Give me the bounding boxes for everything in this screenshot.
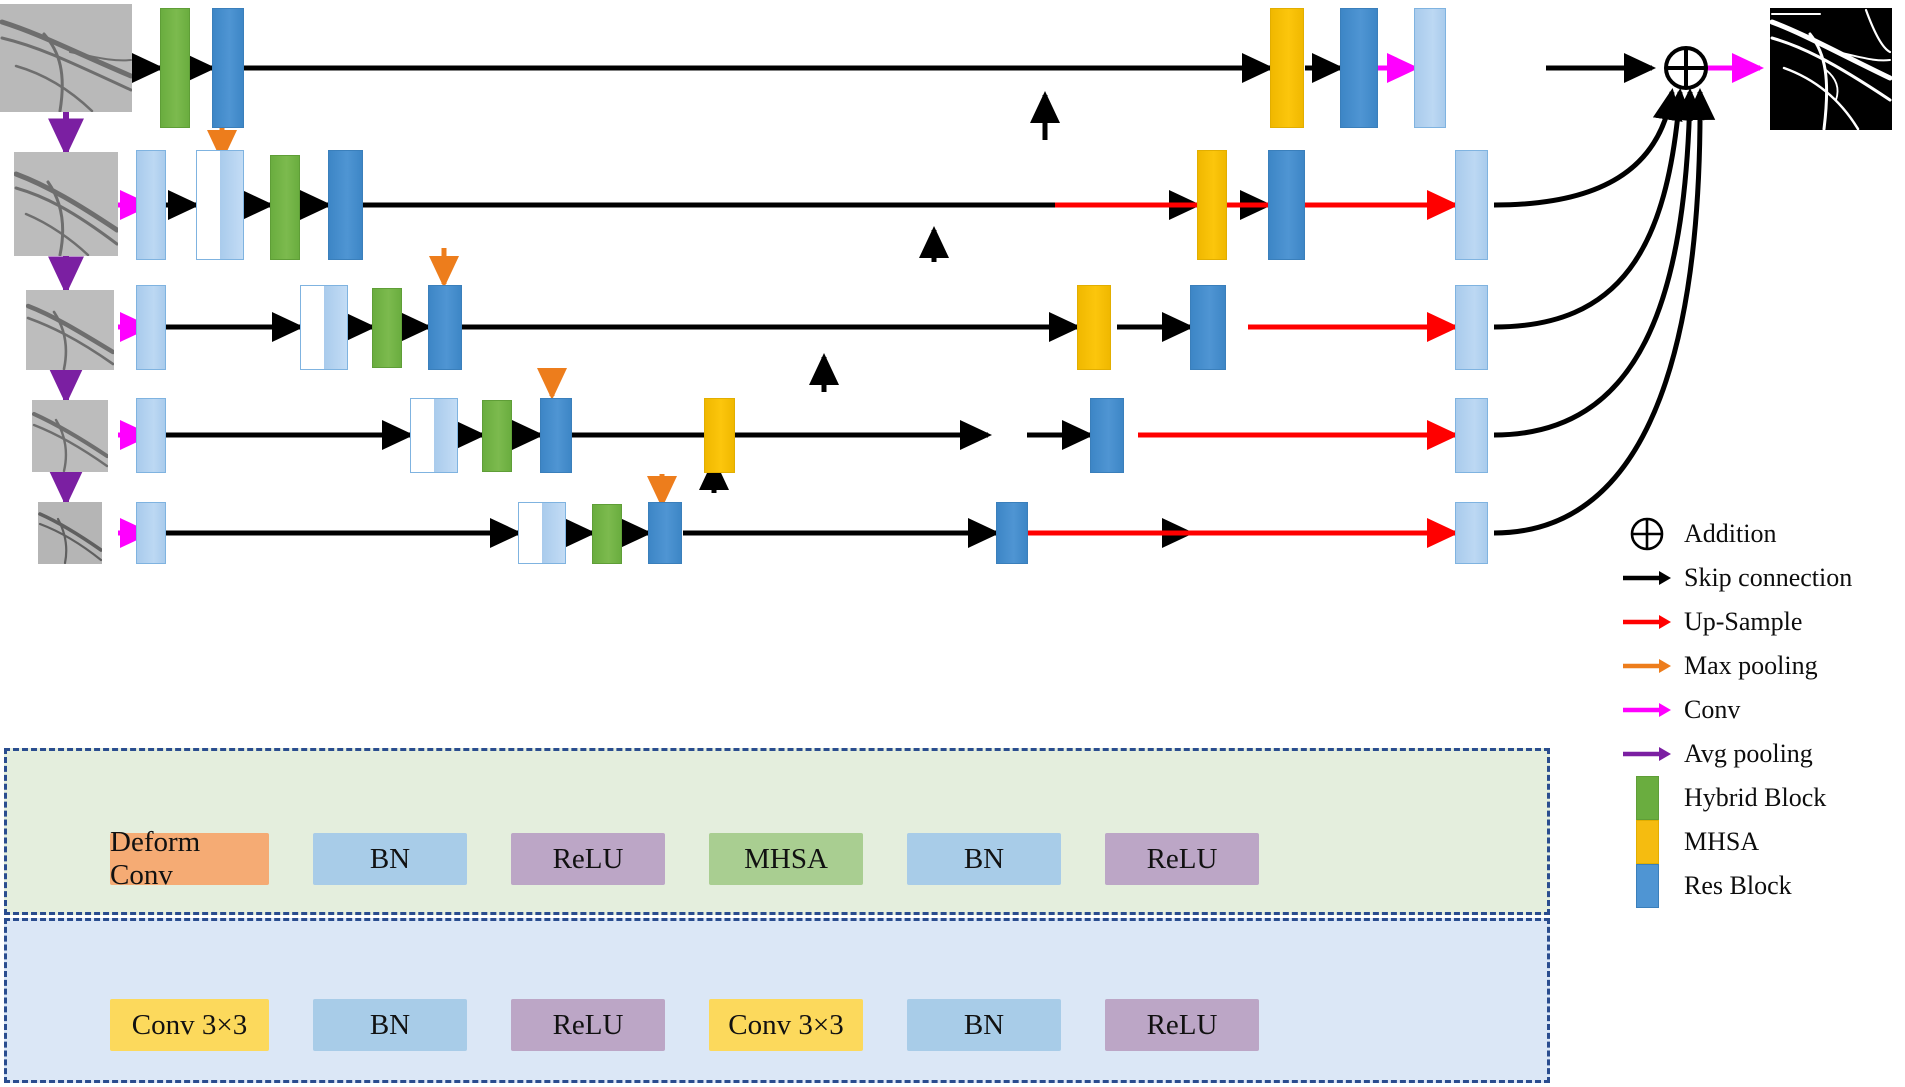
mhsa-r2	[1197, 150, 1227, 260]
legend-item-conv: Conv	[1610, 688, 1905, 732]
hybrid-stage-relu-2: ReLU	[1105, 833, 1259, 885]
input-image-scale-1	[0, 4, 132, 112]
output-map-r3	[1455, 285, 1488, 370]
legend-label-maxpool: Max pooling	[1684, 651, 1818, 680]
feature-map-r5	[136, 502, 166, 564]
res-block-r4	[540, 398, 572, 473]
arrow-black-icon	[1610, 568, 1684, 588]
input-image-scale-2	[14, 152, 118, 256]
hybrid-stage-deform-conv: Deform Conv	[110, 826, 269, 891]
legend: Addition Skip connection Up-Sample	[1610, 512, 1905, 908]
arrow-orange-icon	[1610, 656, 1684, 676]
res-stage-relu-1: ReLU	[511, 999, 665, 1051]
hybrid-block-r2	[270, 155, 300, 260]
legend-label-res-block: Res Block	[1684, 871, 1792, 900]
mhsa-r3	[1077, 285, 1111, 370]
res-block-r5	[648, 502, 682, 564]
output-map-r5	[1455, 502, 1488, 564]
input-image-scale-4	[32, 400, 108, 472]
output-segmentation-mask	[1770, 8, 1892, 130]
legend-label-hybrid-block: Hybrid Block	[1684, 783, 1827, 812]
output-map-r1	[1414, 8, 1446, 128]
pooled-map-r4	[410, 398, 458, 473]
res-block-r1	[212, 8, 244, 128]
hybrid-block-r5	[592, 504, 622, 564]
res-stage-relu-2: ReLU	[1105, 999, 1259, 1051]
legend-item-avgpool: Avg pooling	[1610, 732, 1905, 776]
res-stage-bn-1: BN	[313, 999, 467, 1051]
legend-item-addition: Addition	[1610, 512, 1905, 556]
res-block-dec-r3	[1190, 285, 1226, 370]
hybrid-stage-bn-2: BN	[907, 833, 1061, 885]
mhsa-r1	[1270, 8, 1304, 128]
output-map-r4	[1455, 398, 1488, 473]
arrow-magenta-icon	[1610, 700, 1684, 720]
legend-item-res-block: Res Block	[1610, 864, 1905, 908]
pooled-map-r2	[196, 150, 244, 260]
res-stage-bn-2: BN	[907, 999, 1061, 1051]
res-stage-conv-2: Conv 3×3	[709, 999, 863, 1051]
legend-item-maxpool: Max pooling	[1610, 644, 1905, 688]
res-block-r3	[428, 285, 462, 370]
res-block-dec-r4	[1090, 398, 1124, 473]
addition-circle-icon	[1610, 516, 1684, 552]
hybrid-block-r1	[160, 8, 190, 128]
res-block-r2	[328, 150, 363, 260]
arrow-purple-icon	[1610, 744, 1684, 764]
legend-item-skip: Skip connection	[1610, 556, 1905, 600]
hybrid-block-detail-panel	[4, 748, 1550, 915]
legend-label-mhsa: MHSA	[1684, 827, 1760, 856]
legend-item-hybrid-block: Hybrid Block	[1610, 776, 1905, 820]
feature-map-r2	[136, 150, 166, 260]
res-block-dec-r1	[1340, 8, 1378, 128]
pooled-map-r3	[300, 285, 348, 370]
legend-label-addition: Addition	[1684, 519, 1777, 548]
legend-label-upsample: Up-Sample	[1684, 607, 1803, 636]
arrow-red-icon	[1610, 612, 1684, 632]
feature-map-r4	[136, 398, 166, 473]
hybrid-block-r4	[482, 400, 512, 472]
res-block-dec-r5	[996, 502, 1028, 564]
feature-map-r3	[136, 285, 166, 370]
hybrid-stage-relu-1: ReLU	[511, 833, 665, 885]
hybrid-stage-mhsa: MHSA	[709, 833, 863, 885]
legend-label-skip: Skip connection	[1684, 563, 1853, 592]
pooled-map-r5	[518, 502, 566, 564]
input-image-scale-3	[26, 290, 114, 370]
mhsa-r4	[704, 398, 735, 473]
hybrid-stage-bn-1: BN	[313, 833, 467, 885]
fusion-addition-icon	[1664, 46, 1708, 90]
legend-item-mhsa: MHSA	[1610, 820, 1905, 864]
input-image-scale-5	[38, 502, 102, 564]
legend-label-conv: Conv	[1684, 695, 1741, 724]
res-stage-conv-1: Conv 3×3	[110, 999, 269, 1051]
res-block-dec-r2	[1268, 150, 1305, 260]
output-map-r2	[1455, 150, 1488, 260]
legend-item-upsample: Up-Sample	[1610, 600, 1905, 644]
legend-label-avgpool: Avg pooling	[1684, 739, 1813, 768]
swatch-blue-icon	[1610, 864, 1684, 908]
swatch-green-icon	[1610, 776, 1684, 820]
hybrid-block-r3	[372, 288, 402, 368]
swatch-yellow-icon	[1610, 820, 1684, 864]
